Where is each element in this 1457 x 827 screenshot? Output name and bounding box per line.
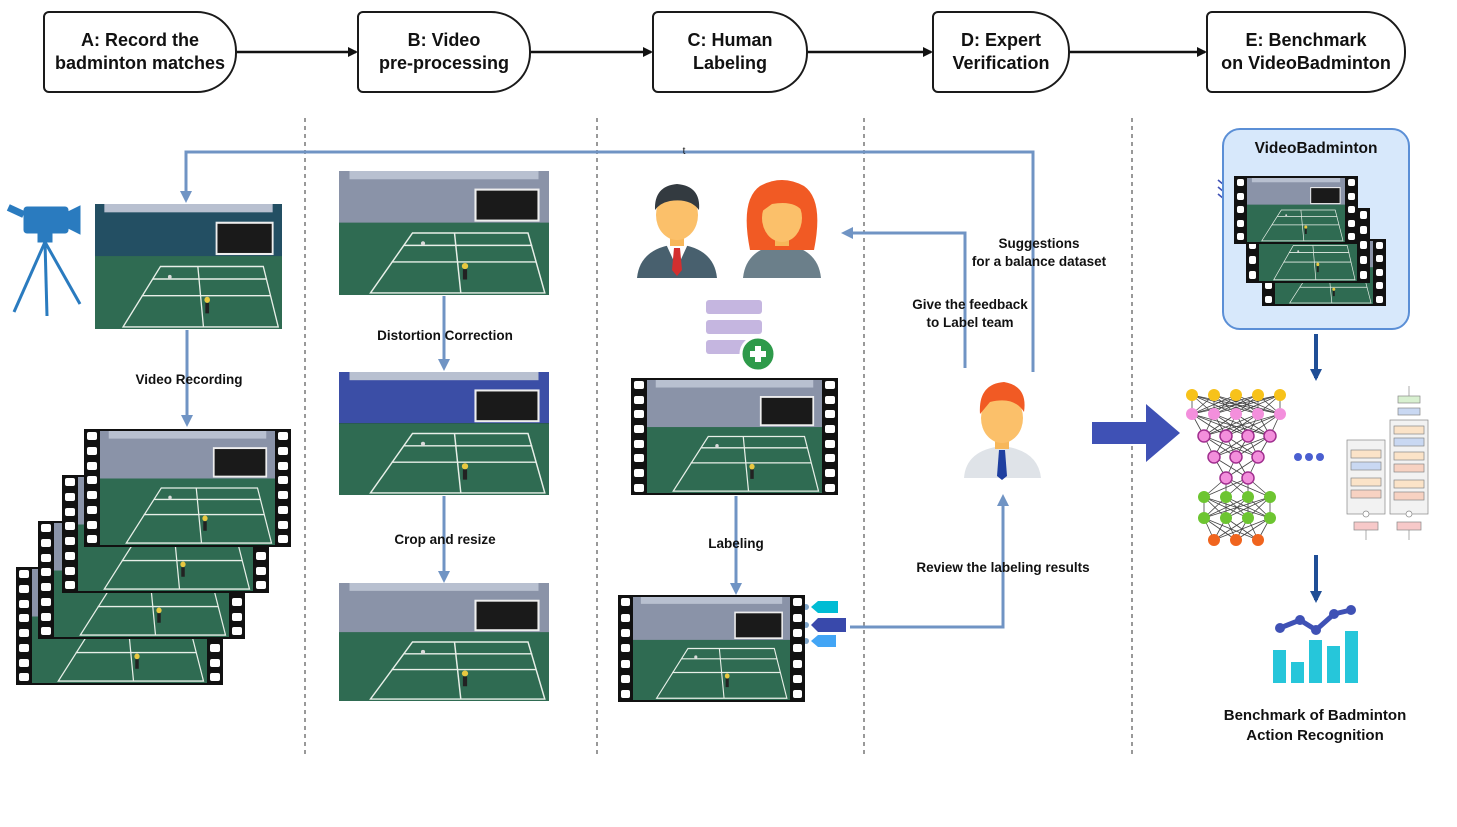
stage-b-box: B: Video pre-processing xyxy=(357,11,531,93)
male-annotator-icon xyxy=(637,184,717,278)
labeling-label: Labeling xyxy=(708,536,764,551)
film-strip-c2 xyxy=(618,595,805,702)
distortion-correction-label: Distortion Correction xyxy=(377,328,513,343)
stage-b-line2: pre-processing xyxy=(378,53,510,73)
label-tags-icon xyxy=(803,601,846,647)
camera-tripod-icon xyxy=(6,204,82,317)
video-recording-label: Video Recording xyxy=(135,372,243,387)
stage-c-line1: C: Human xyxy=(687,30,773,50)
review-label: Review the labeling results xyxy=(916,560,1090,575)
benchmark-line1: Benchmark of Badminton xyxy=(1223,707,1407,724)
database-add-icon xyxy=(706,300,777,373)
stage-a-line1: A: Record the xyxy=(80,30,199,50)
feedback-label: Give the feedback to Label team xyxy=(892,296,1048,332)
cropped-frame xyxy=(339,583,549,701)
top-loop-mark: t xyxy=(682,146,686,157)
stage-a-line2: badminton matches xyxy=(54,53,226,73)
crop-resize-label: Crop and resize xyxy=(394,532,496,547)
stage-b-line1: B: Video xyxy=(407,30,481,50)
neural-network-icon xyxy=(1186,389,1286,546)
feedback-line1: Give the feedback xyxy=(912,297,1028,312)
dataset-strip-1 xyxy=(1234,176,1358,244)
recording-photo xyxy=(95,204,282,329)
distortion-corrected-frame xyxy=(339,372,549,495)
benchmark-line2: Action Recognition xyxy=(1246,727,1384,744)
stage-d-line1: D: Expert xyxy=(960,30,1041,50)
big-right-arrow xyxy=(1092,404,1180,462)
stage-e-line1: E: Benchmark xyxy=(1245,30,1367,50)
suggestions-label: Suggestions for a balance dataset xyxy=(956,235,1122,271)
bar-chart-icon xyxy=(1273,605,1358,683)
film-strip-c1 xyxy=(631,378,838,495)
dataset-title: VideoBadminton xyxy=(1254,140,1378,157)
feedback-line2: to Label team xyxy=(926,315,1014,330)
suggestions-line2: for a balance dataset xyxy=(971,254,1107,269)
stage-e-line2: on VideoBadminton xyxy=(1221,53,1391,73)
raw-frame xyxy=(339,171,549,295)
ellipsis-icon xyxy=(1294,453,1324,461)
flow-arrows xyxy=(180,150,1035,629)
column-separators xyxy=(304,118,1133,757)
female-annotator-icon xyxy=(743,180,821,278)
transformer-diagram-icon xyxy=(1346,386,1429,540)
expert-icon xyxy=(964,382,1041,480)
stage-c-line2: Labeling xyxy=(692,53,767,73)
stage-d-line2: Verification xyxy=(952,53,1050,73)
film-strip-a1 xyxy=(84,429,291,547)
stage-a-box: A: Record the badminton matches xyxy=(43,11,237,93)
benchmark-label: Benchmark of Badminton Action Recognitio… xyxy=(1190,706,1440,746)
stage-e-box: E: Benchmark on VideoBadminton xyxy=(1206,11,1406,93)
suggestions-line1: Suggestions xyxy=(998,236,1080,251)
